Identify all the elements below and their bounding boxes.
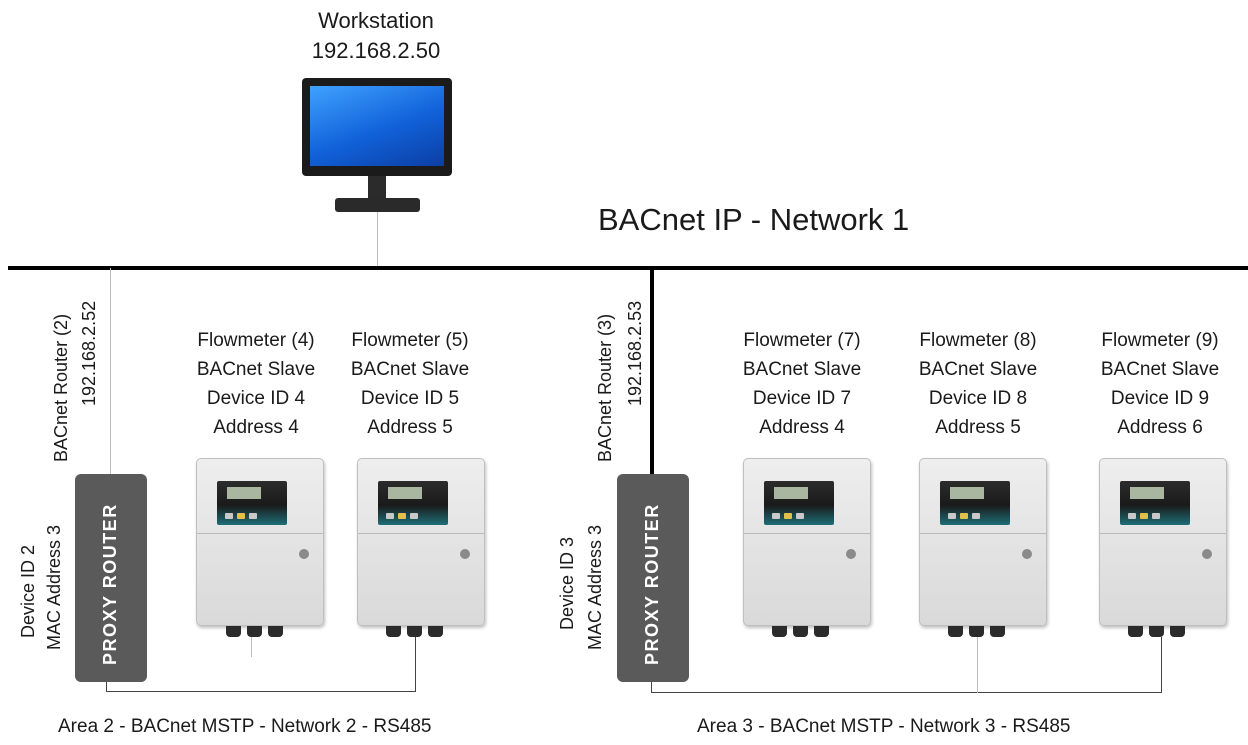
workstation-label: Workstation 192.168.2.50 — [276, 6, 476, 66]
flowmeter-7-device-id: Device ID 7 — [752, 388, 852, 409]
network-1-title: BACnet IP - Network 1 — [598, 202, 910, 237]
network-1-bus — [8, 266, 1248, 270]
flowmeter-5-address: Address 5 — [367, 417, 453, 438]
router-3-title: BACnet Router (3) — [595, 313, 615, 462]
workstation-name: Workstation — [318, 8, 434, 33]
flowmeter-5-label: Flowmeter (5) BACnet Slave Device ID 5 A… — [325, 326, 495, 442]
router-3-mac: MAC Address 3 — [585, 524, 605, 650]
monitor-base — [335, 198, 420, 212]
router-2-rs485-drop — [106, 682, 107, 692]
flowmeter-9-address: Address 6 — [1117, 417, 1203, 438]
flowmeter-7-address: Address 4 — [759, 417, 845, 438]
flowmeter-4-role: BACnet Slave — [196, 359, 316, 380]
flowmeter-7-label: Flowmeter (7) BACnet Slave Device ID 7 A… — [717, 326, 887, 442]
workstation-ip: 192.168.2.50 — [311, 38, 441, 63]
router-2-device-id: Device ID 2 — [18, 544, 38, 638]
flowmeter-5-device — [357, 458, 485, 626]
flowmeter-7-device — [743, 458, 871, 626]
flowmeter-4-glands — [226, 626, 283, 637]
proxy-router-3 — [617, 474, 689, 682]
flowmeter-7-role: BACnet Slave — [742, 359, 862, 380]
flowmeter-4-device-id: Device ID 4 — [206, 388, 306, 409]
flowmeter-8-device-id: Device ID 8 — [928, 388, 1028, 409]
flowmeter-5-rs485-drop — [415, 637, 416, 692]
flowmeter-5-role: BACnet Slave — [350, 359, 470, 380]
router-2-title: BACnet Router (2) — [51, 313, 71, 462]
router-3-uplink — [650, 268, 654, 474]
flowmeter-9-glands — [1128, 626, 1185, 637]
area-2-label: Area 2 - BACnet MSTP - Network 2 - RS485 — [58, 716, 432, 737]
monitor-icon — [302, 78, 452, 176]
flowmeter-5-glands — [386, 626, 443, 637]
monitor-screen — [310, 86, 444, 166]
network-3-rs485-bus — [651, 692, 1162, 693]
flowmeter-8-label: Flowmeter (8) BACnet Slave Device ID 8 A… — [893, 326, 1063, 442]
flowmeter-5-device-id: Device ID 5 — [360, 388, 460, 409]
router-3-rs485-drop — [651, 682, 652, 693]
flowmeter-7-name: Flowmeter (7) — [743, 330, 861, 351]
area-3-label: Area 3 - BACnet MSTP - Network 3 - RS485 — [697, 716, 1071, 737]
flowmeter-9-name: Flowmeter (9) — [1101, 330, 1219, 351]
flowmeter-4-device — [196, 458, 324, 626]
flowmeter-4-address: Address 4 — [213, 417, 299, 438]
flowmeter-7-glands — [772, 626, 829, 637]
router-2-ip: 192.168.2.52 — [79, 300, 99, 406]
flowmeter-4-name: Flowmeter (4) — [197, 330, 315, 351]
flowmeter-4-rs485-drop — [251, 637, 252, 657]
flowmeter-8-rs485-drop — [977, 637, 978, 693]
flowmeter-5-name: Flowmeter (5) — [351, 330, 469, 351]
flowmeter-8-glands — [948, 626, 1005, 637]
monitor-stand — [368, 176, 386, 200]
flowmeter-8-role: BACnet Slave — [918, 359, 1038, 380]
workstation-link — [377, 212, 378, 267]
flowmeter-8-name: Flowmeter (8) — [919, 330, 1037, 351]
proxy-router-2-label: PROXY ROUTER — [100, 503, 120, 665]
flowmeter-9-label: Flowmeter (9) BACnet Slave Device ID 9 A… — [1075, 326, 1245, 442]
proxy-router-2 — [75, 474, 147, 682]
router-2-uplink — [110, 268, 111, 474]
flowmeter-8-address: Address 5 — [935, 417, 1021, 438]
flowmeter-8-device — [919, 458, 1047, 626]
flowmeter-9-role: BACnet Slave — [1100, 359, 1220, 380]
proxy-router-3-label: PROXY ROUTER — [642, 503, 662, 665]
flowmeter-9-rs485-drop — [1161, 637, 1162, 693]
network-2-rs485-bus — [106, 691, 416, 692]
router-3-ip: 192.168.2.53 — [625, 300, 645, 406]
flowmeter-9-device — [1099, 458, 1227, 626]
flowmeter-9-device-id: Device ID 9 — [1110, 388, 1210, 409]
router-3-device-id: Device ID 3 — [557, 536, 577, 630]
router-2-mac: MAC Address 3 — [44, 524, 64, 650]
flowmeter-4-label: Flowmeter (4) BACnet Slave Device ID 4 A… — [171, 326, 341, 442]
